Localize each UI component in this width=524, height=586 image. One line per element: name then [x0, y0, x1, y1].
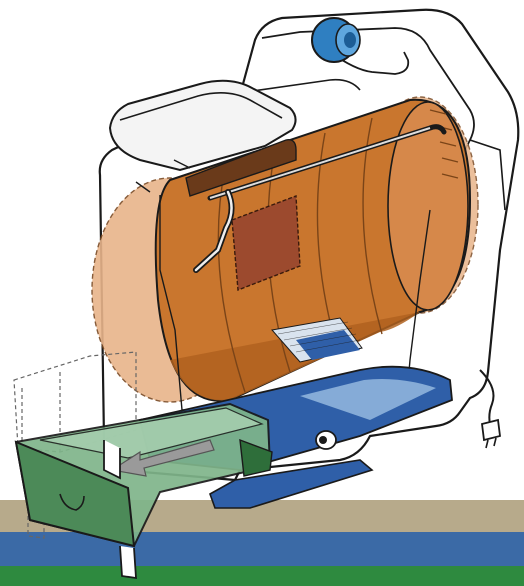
knob-center	[344, 32, 356, 48]
ground-stripe-blue	[0, 532, 524, 566]
drain-plug-icon	[316, 431, 336, 449]
ground-stripe-green	[0, 566, 524, 586]
drum-end-right	[388, 102, 468, 310]
